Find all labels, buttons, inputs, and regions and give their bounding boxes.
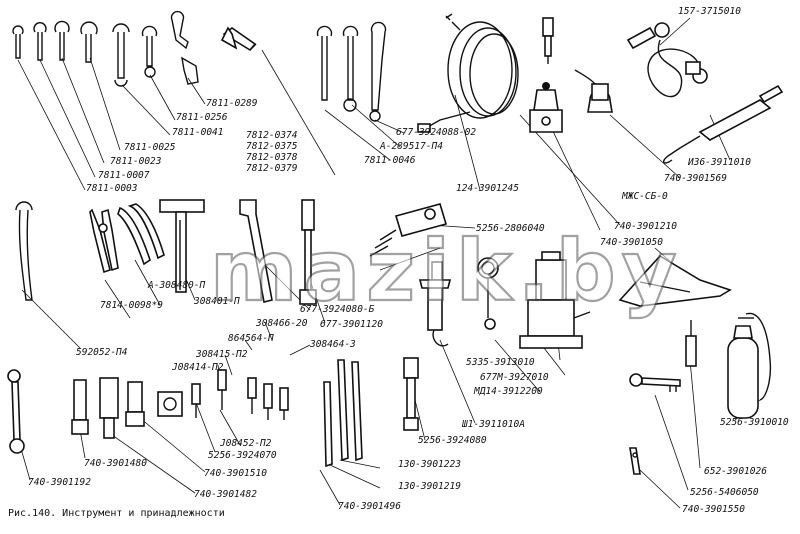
label-7811-0256: 7811-0256	[176, 112, 228, 123]
hex-key-7812	[220, 26, 257, 52]
label-A-308480-P: A-308480-П	[147, 280, 205, 291]
socket-677-3901120	[299, 199, 317, 305]
label-5256-2806040: 5256-2806040	[476, 223, 545, 234]
label-740-3901510: 740-3901510	[204, 468, 267, 479]
valve-tool	[542, 17, 554, 64]
label-740-3901480: 740-3901480	[84, 458, 147, 469]
pliers-a308480	[117, 203, 165, 266]
label-740-3901496: 740-3901496	[338, 501, 401, 512]
wrench-7811-0025	[80, 21, 98, 63]
wrench-7811-0007	[33, 22, 47, 61]
hydraulic-jack-5335	[519, 251, 591, 349]
label-MD14-3912200: МД14-3912200	[473, 386, 543, 397]
label-308414-P2: J08414-П2	[171, 362, 224, 373]
label-Sh1-3911010A: Ш1-3911010А	[461, 419, 525, 430]
label-7811-0007: 7811-0007	[98, 170, 150, 181]
label-5256-3924080: 5256-3924080	[418, 435, 487, 446]
label-7812-0375: 7812-0375	[246, 141, 298, 152]
leader-lines	[17, 17, 761, 509]
open-end-wrenches-set	[12, 10, 199, 87]
label-7811-0289: 7811-0289	[206, 98, 258, 109]
label-740-3901482: 740-3901482	[194, 489, 257, 500]
wrenches-7811-0046	[316, 21, 387, 122]
wheel-chock-740-3901050	[618, 254, 732, 307]
part-number-labels: 157-3715010 7811-0289 7811-0256 7811-004…	[28, 6, 789, 515]
tire-pump-sh1	[418, 261, 452, 347]
label-740-3901192: 740-3901192	[28, 477, 91, 488]
socket-740-3901482	[99, 377, 119, 439]
box-wrench-677-3924080	[239, 199, 273, 303]
label-5256-3924070: 5256-3924070	[208, 450, 277, 461]
label-592052-P4: 592052-П4	[76, 347, 128, 358]
figure-caption: Рис.140. Инструмент и принадлежности	[8, 508, 225, 519]
label-677-3924080-B: 677-3924080-Б	[300, 304, 375, 315]
watermark: mazik.by	[210, 222, 683, 320]
hammer-308401	[159, 199, 205, 293]
jack-levers-130	[323, 359, 363, 468]
label-A-289517-P4: A-289517-П4	[379, 141, 443, 152]
wrench-7811-0289	[170, 10, 199, 85]
label-308452-P2: J08452-П2	[219, 438, 272, 449]
label-124-3901245: 124-3901245	[456, 183, 519, 194]
label-157-3715010: 157-3715010	[678, 6, 741, 17]
label-308464-3: 308464-3	[309, 339, 356, 350]
pliers-7814	[89, 208, 119, 274]
wrench-7811-0256	[141, 25, 158, 78]
label-652-3901026: 652-3901026	[704, 466, 767, 477]
key-5256-5406050	[629, 373, 681, 392]
wrench-592052	[15, 201, 33, 301]
label-677M-3927010: 677М-3927010	[480, 372, 549, 383]
label-308466-20: 308466-20	[255, 318, 308, 329]
label-740-3901569: 740-3901569	[664, 173, 727, 184]
label-7812-0374: 7812-0374	[246, 130, 298, 141]
fire-extinguisher-5256-3910010	[727, 312, 772, 419]
label-7811-0023: 7811-0023	[110, 156, 162, 167]
label-5256-3910010: 5256-3910010	[720, 417, 789, 428]
nut-socket-5256-3924070	[157, 391, 183, 417]
wrench-7811-0041	[112, 23, 130, 87]
label-5256-5406050: 5256-5406050	[690, 487, 759, 498]
coiled-hose-124-3901245	[417, 13, 519, 133]
label-677-3924088-02: 677-3924088-02	[396, 127, 476, 138]
tool-652-3901026	[685, 320, 697, 367]
label-7814-0098x9: 7814-0098*9	[100, 300, 163, 311]
label-740-3901550: 740-3901550	[682, 504, 745, 515]
grease-gun-i36	[662, 84, 784, 164]
inspection-lamp-157	[626, 22, 708, 98]
label-864564-P: 864564-П	[228, 333, 274, 344]
oil-can-mzhs	[574, 69, 613, 113]
bracket-740-3901550	[629, 447, 641, 475]
label-130-3901223: 130-3901223	[398, 459, 461, 470]
wrench-7811-0003	[12, 25, 24, 59]
jack-head-740-3901210	[529, 82, 563, 133]
wrench-7811-0023	[54, 20, 70, 61]
valve-puller-5256-2806040	[369, 203, 448, 257]
label-7811-0046: 7811-0046	[364, 155, 416, 166]
label-7811-0025: 7811-0025	[124, 142, 176, 153]
wrench-5256-3924080	[403, 357, 419, 431]
label-308415-P2: 308415-П2	[195, 349, 248, 360]
label-7811-0003: 7811-0003	[86, 183, 138, 194]
label-308401-P: 308401-П	[193, 296, 240, 307]
socket-740-3901480	[71, 379, 89, 435]
socket-740-3901510	[125, 381, 145, 427]
pressure-gauge-md14	[477, 257, 499, 330]
label-130-3901219: 130-3901219	[398, 481, 461, 492]
label-740-3901050: 740-3901050	[600, 237, 663, 248]
label-I36-3911010: И36-3911010	[687, 157, 751, 168]
label-677-3901120: 677-3901120	[320, 319, 383, 330]
label-7812-0379: 7812-0379	[246, 163, 298, 174]
label-7812-0378: 7812-0378	[246, 152, 298, 163]
label-MZhS-SB-0: МЖС-СБ-0	[621, 191, 668, 202]
screwdrivers-set	[191, 369, 289, 420]
label-740-3901210: 740-3901210	[614, 221, 677, 232]
label-7811-0041: 7811-0041	[172, 127, 223, 138]
label-5335-3913010: 5335-3913010	[466, 357, 535, 368]
box-wrench-740-3901192	[7, 369, 25, 454]
